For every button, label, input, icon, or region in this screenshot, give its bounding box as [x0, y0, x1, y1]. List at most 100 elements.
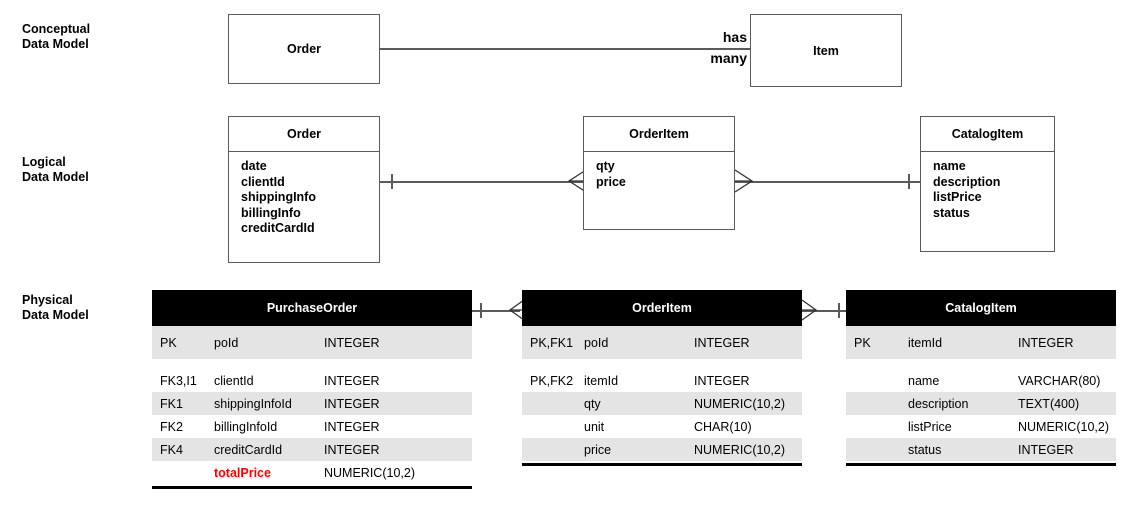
column-name-cell: poId [584, 335, 609, 350]
table-row: PK poId INTEGER [152, 326, 472, 359]
column-name-cell: shippingInfoId [214, 396, 292, 411]
attribute-item: qty [596, 159, 615, 173]
table-row: unit CHAR(10) [522, 415, 802, 438]
column-type-cell: INTEGER [324, 396, 380, 411]
table-row-spacer [846, 359, 1116, 369]
logical-entity-order[interactable]: Order date clientId shippingInfo billing… [228, 116, 380, 263]
physical-table-catalogitem[interactable]: CatalogItem PK itemId INTEGER name VARCH… [846, 290, 1116, 466]
column-name-cell: unit [584, 419, 605, 434]
table-title: OrderItem [522, 290, 802, 326]
conceptual-entity-item[interactable]: Item [750, 14, 902, 87]
conceptual-relationship-line [380, 48, 750, 50]
logical-connector-order-orderitem [380, 181, 583, 183]
table-row: totalPrice NUMERIC(10,2) [152, 461, 472, 484]
table-title: PurchaseOrder [152, 290, 472, 326]
attribute-item: status [933, 205, 970, 220]
table-row: PK itemId INTEGER [846, 326, 1116, 359]
attribute-list: qty price [584, 152, 734, 190]
table-row: status INTEGER [846, 438, 1116, 461]
table-title: CatalogItem [846, 290, 1116, 326]
table-row: PK,FK2 itemId INTEGER [522, 369, 802, 392]
column-type-cell: CHAR(10) [694, 419, 752, 434]
column-type-cell: VARCHAR(80) [1018, 373, 1101, 388]
cardinality-one-tick [391, 174, 393, 189]
physical-connector-orderitem-catalogitem [802, 310, 846, 312]
column-name-cell: clientId [214, 373, 254, 388]
entity-title: Order [229, 117, 379, 152]
column-name-cell: poId [214, 335, 239, 350]
key-cell: FK2 [160, 419, 183, 434]
layer-label-conceptual: Conceptual Data Model [22, 22, 91, 51]
column-name-cell: creditCardId [214, 442, 283, 457]
column-name-cell: totalPrice [214, 465, 271, 480]
attribute-item: clientId [241, 174, 285, 189]
attribute-item: listPrice [933, 190, 982, 204]
table-row: qty NUMERIC(10,2) [522, 392, 802, 415]
column-type-cell: INTEGER [694, 373, 750, 388]
column-name-cell: status [908, 442, 942, 457]
cardinality-many-crowfoot [801, 299, 818, 321]
table-row: FK3,I1 clientId INTEGER [152, 369, 472, 392]
table-bottom-rule [152, 486, 472, 489]
entity-title: Item [813, 43, 839, 58]
attribute-item: name [933, 159, 966, 173]
entity-title: Order [286, 42, 322, 56]
attribute-item: date [241, 159, 267, 173]
physical-table-purchaseorder[interactable]: PurchaseOrder PK poId INTEGER FK3,I1 cli… [152, 290, 472, 489]
attribute-item: creditCardId [241, 221, 315, 235]
table-row: PK,FK1 poId INTEGER [522, 326, 802, 359]
key-cell: PK,FK1 [530, 335, 574, 350]
column-name-cell: itemId [908, 335, 943, 350]
column-type-cell: INTEGER [324, 373, 380, 388]
entity-title: OrderItem [584, 117, 734, 152]
table-row: listPrice NUMERIC(10,2) [846, 415, 1116, 438]
cardinality-many-crowfoot [734, 169, 754, 193]
column-type-cell: TEXT(400) [1018, 396, 1080, 411]
cardinality-one-tick [908, 174, 910, 189]
key-cell: FK4 [160, 442, 183, 457]
key-cell: PK,FK2 [530, 373, 574, 388]
key-cell: PK [160, 335, 177, 350]
attribute-item: description [933, 174, 1001, 189]
attribute-item: billingInfo [241, 205, 301, 220]
column-type-cell: NUMERIC(10,2) [694, 442, 785, 457]
table-row: FK4 creditCardId INTEGER [152, 438, 472, 461]
column-type-cell: INTEGER [324, 419, 380, 434]
table-bottom-rule [522, 463, 802, 466]
logical-connector-orderitem-catalogitem [735, 181, 920, 183]
column-type-cell: INTEGER [324, 442, 380, 457]
entity-title: CatalogItem [921, 117, 1054, 152]
table-row: name VARCHAR(80) [846, 369, 1116, 392]
column-name-cell: qty [584, 396, 601, 411]
key-cell: PK [854, 335, 871, 350]
conceptual-entity-order[interactable]: Order [228, 14, 380, 84]
cardinality-one-tick [838, 303, 840, 318]
conceptual-relationship-label: has many [710, 29, 747, 66]
table-row: FK2 billingInfoId INTEGER [152, 415, 472, 438]
physical-table-orderitem[interactable]: OrderItem PK,FK1 poId INTEGER PK,FK2 ite… [522, 290, 802, 466]
column-name-cell: itemId [584, 373, 619, 388]
table-row: FK1 shippingInfoId INTEGER [152, 392, 472, 415]
key-cell: FK3,I1 [160, 373, 197, 388]
column-type-cell: INTEGER [694, 335, 750, 350]
layer-label-logical: Logical Data Model [22, 155, 89, 184]
column-name-cell: description [908, 396, 969, 411]
column-type-cell: NUMERIC(10,2) [324, 465, 415, 480]
column-type-cell: INTEGER [1018, 335, 1074, 350]
column-name-cell: listPrice [908, 419, 952, 434]
table-row: price NUMERIC(10,2) [522, 438, 802, 461]
table-row-spacer [522, 359, 802, 369]
attribute-item: shippingInfo [241, 190, 316, 204]
key-cell: FK1 [160, 396, 183, 411]
table-row: description TEXT(400) [846, 392, 1116, 415]
table-row-spacer [152, 359, 472, 369]
attribute-list: name description listPrice status [921, 152, 1054, 221]
attribute-list: date clientId shippingInfo billingInfo c… [229, 152, 379, 237]
logical-entity-orderitem[interactable]: OrderItem qty price [583, 116, 735, 230]
column-name-cell: billingInfoId [214, 419, 278, 434]
attribute-item: price [596, 174, 626, 189]
physical-connector-purchaseorder-orderitem [472, 310, 520, 312]
column-name-cell: price [584, 442, 612, 457]
logical-entity-catalogitem[interactable]: CatalogItem name description listPrice s… [920, 116, 1055, 252]
column-type-cell: INTEGER [1018, 442, 1074, 457]
